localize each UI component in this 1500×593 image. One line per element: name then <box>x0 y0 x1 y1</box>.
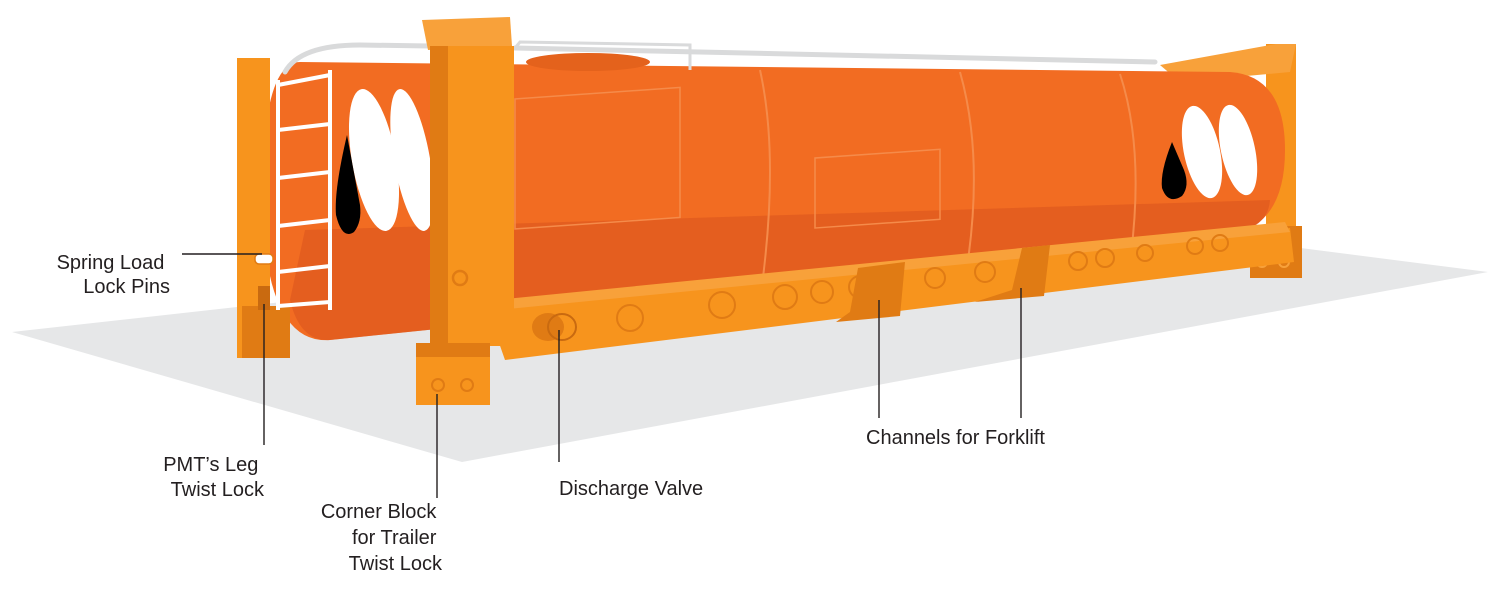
logo-drop <box>335 135 361 234</box>
label-line: Twist Lock <box>349 553 443 575</box>
valve-flange <box>547 313 577 341</box>
label-line: PMT’s Leg <box>163 454 258 476</box>
tank-panel-outline <box>514 86 681 230</box>
logo-front <box>335 88 434 234</box>
label-line: Spring Load <box>57 252 165 274</box>
label-line: Lock Pins <box>83 276 170 298</box>
logo-white-stripe <box>348 88 400 232</box>
ladder-rung <box>277 122 331 132</box>
front-frame-post-shade <box>430 46 448 346</box>
front-right-frame <box>416 17 514 405</box>
manway-hatch <box>526 53 650 71</box>
label-line: Corner Block <box>321 501 438 523</box>
ladder-rung <box>277 218 331 228</box>
ladder-rung <box>277 170 331 180</box>
label-line: Twist Lock <box>171 479 265 501</box>
spring-lock-pin <box>254 253 274 265</box>
ladder <box>276 70 332 310</box>
tank-seam <box>1119 73 1137 263</box>
front-left-frame <box>237 58 290 358</box>
label-corner-block-trailer-twist-lock: Corner Block for Trailer Twist Lock <box>321 501 443 575</box>
handrail-post <box>513 40 692 70</box>
leader-lines <box>182 253 1022 498</box>
logo-white-stripe <box>1181 105 1223 199</box>
rail-hole <box>1095 248 1115 268</box>
logo-white-stripe <box>390 89 434 231</box>
forklift-channels <box>836 245 1050 322</box>
tank-panel-outline <box>814 148 941 229</box>
rail-hole <box>974 261 996 283</box>
logo-rear <box>1161 104 1258 200</box>
logo-white-stripe <box>1218 104 1258 196</box>
rail-hole <box>1136 244 1154 262</box>
label-channels-for-forklift: Channels for Forklift <box>866 427 1045 449</box>
pmt-leg-block <box>242 306 290 358</box>
corner-block-hole <box>460 378 474 392</box>
tank-seam <box>759 69 771 301</box>
label-spring-load-lock-pins: Spring Load Lock Pins <box>57 252 170 298</box>
ground-shadow <box>12 240 1488 462</box>
rail-hole <box>1068 251 1088 271</box>
label-line: for Trailer <box>352 527 437 549</box>
rail-hole <box>810 280 834 304</box>
forklift-channel <box>975 245 1050 302</box>
ladder-rung <box>277 300 331 308</box>
logo-drop <box>1161 142 1187 200</box>
ladder-rung <box>277 264 331 274</box>
forklift-channel <box>836 262 905 322</box>
label-discharge-valve: Discharge Valve <box>559 478 703 500</box>
rail-hole <box>772 284 798 310</box>
label-pmt-leg-twist-lock: PMT’s Leg Twist Lock <box>163 454 265 501</box>
ladder-rung <box>277 73 331 87</box>
frame-bolt <box>451 269 469 287</box>
front-frame-cap <box>422 17 512 50</box>
corner-block-hole <box>431 378 445 392</box>
handrail-bar <box>282 42 1158 75</box>
trailer-corner-block-shade <box>416 343 490 357</box>
rail-hole <box>708 291 736 319</box>
rail-hole <box>616 304 644 332</box>
discharge-valve-part <box>532 313 577 341</box>
rail-hole <box>1211 234 1229 252</box>
pmt-twist-lock <box>258 286 270 310</box>
handrail <box>282 40 1158 75</box>
tank-seam <box>959 71 975 281</box>
rail-hole <box>1186 237 1204 255</box>
rail-hole <box>924 267 946 289</box>
